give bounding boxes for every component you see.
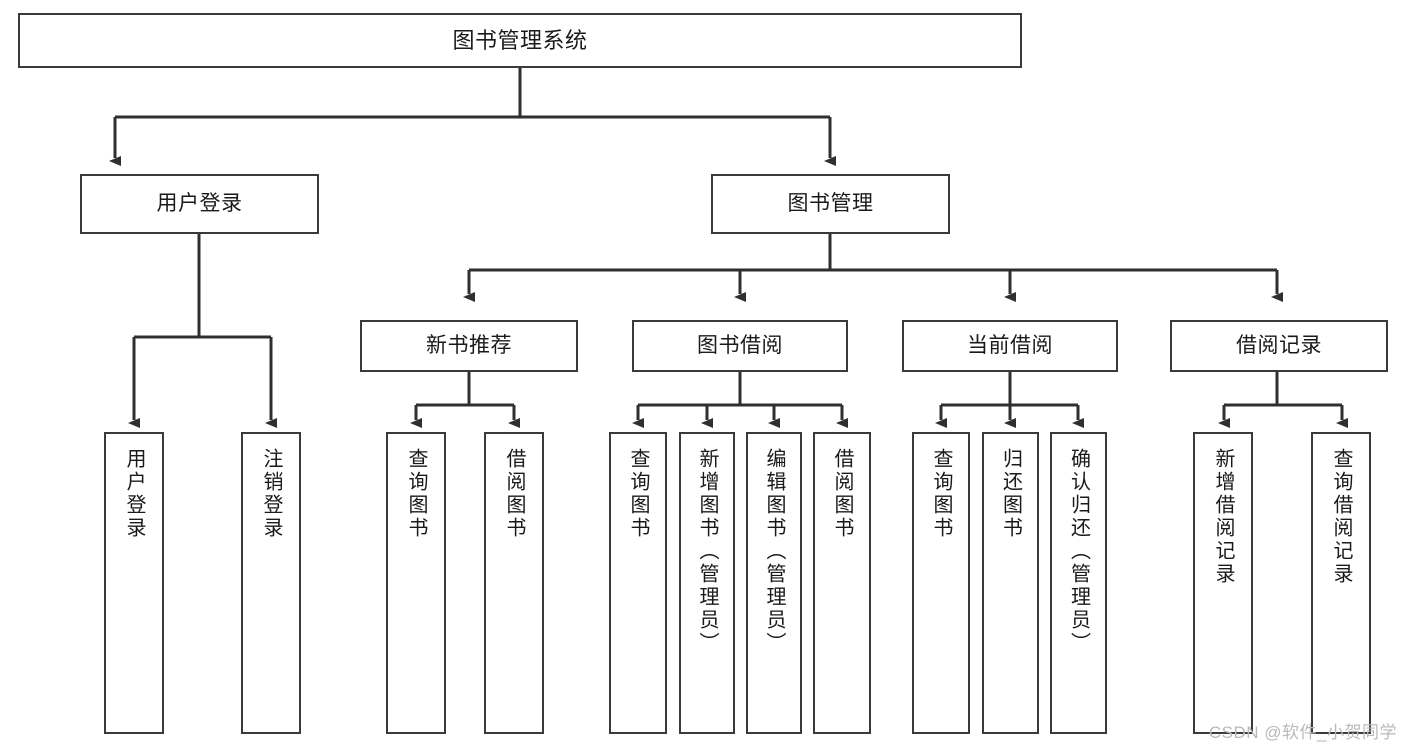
node-root-label: 图书管理系统 bbox=[452, 27, 588, 53]
node-borrow-record-label: 借阅记录 bbox=[1236, 333, 1322, 357]
node-leaf-add-book-admin[interactable]: 新增图书（管理员） bbox=[679, 432, 735, 734]
node-leaf-add-borrow-record[interactable]: 新增借阅记录 bbox=[1193, 432, 1253, 734]
node-user-login[interactable]: 用户登录 bbox=[80, 174, 319, 234]
node-root[interactable]: 图书管理系统 bbox=[18, 13, 1022, 68]
node-leaf-user-login[interactable]: 用户登录 bbox=[104, 432, 164, 734]
node-leaf-confirm-return-admin[interactable]: 确认归还（管理员） bbox=[1050, 432, 1107, 734]
node-borrow-record[interactable]: 借阅记录 bbox=[1170, 320, 1388, 372]
node-leaf-return-book-label: 归还图书 bbox=[999, 448, 1022, 540]
node-user-login-label: 用户登录 bbox=[156, 191, 243, 215]
node-leaf-recommend-borrow-book[interactable]: 借阅图书 bbox=[484, 432, 544, 734]
node-book-management-label: 图书管理 bbox=[787, 191, 874, 215]
node-book-borrow-label: 图书借阅 bbox=[697, 333, 783, 357]
node-new-book-recommend[interactable]: 新书推荐 bbox=[360, 320, 578, 372]
node-leaf-logout[interactable]: 注销登录 bbox=[241, 432, 301, 734]
node-new-book-recommend-label: 新书推荐 bbox=[426, 333, 512, 357]
node-current-borrow-label: 当前借阅 bbox=[967, 333, 1053, 357]
node-leaf-borrow-query-book-label: 查询图书 bbox=[627, 448, 649, 540]
node-leaf-query-borrow-record-label: 查询借阅记录 bbox=[1330, 448, 1352, 586]
node-leaf-logout-label: 注销登录 bbox=[260, 448, 282, 540]
node-leaf-edit-book-admin-label: 编辑图书（管理员） bbox=[763, 448, 785, 655]
node-current-borrow[interactable]: 当前借阅 bbox=[902, 320, 1118, 372]
node-leaf-recommend-borrow-book-label: 借阅图书 bbox=[503, 448, 525, 540]
node-leaf-add-borrow-record-label: 新增借阅记录 bbox=[1212, 448, 1234, 586]
node-book-management[interactable]: 图书管理 bbox=[711, 174, 950, 234]
node-leaf-user-login-label: 用户登录 bbox=[123, 448, 145, 540]
node-book-borrow[interactable]: 图书借阅 bbox=[632, 320, 848, 372]
node-leaf-borrow-book-label: 借阅图书 bbox=[831, 448, 853, 540]
node-leaf-recommend-query-book-label: 查询图书 bbox=[405, 448, 427, 540]
watermark-text: CSDN @软件_小贺同学 bbox=[1208, 723, 1397, 742]
node-leaf-edit-book-admin[interactable]: 编辑图书（管理员） bbox=[746, 432, 802, 734]
node-leaf-add-book-admin-label: 新增图书（管理员） bbox=[696, 448, 718, 655]
node-leaf-current-query-book-label: 查询图书 bbox=[930, 448, 952, 540]
node-leaf-query-borrow-record[interactable]: 查询借阅记录 bbox=[1311, 432, 1371, 734]
node-leaf-current-query-book[interactable]: 查询图书 bbox=[912, 432, 970, 734]
node-leaf-return-book[interactable]: 归还图书 bbox=[982, 432, 1039, 734]
node-leaf-borrow-query-book[interactable]: 查询图书 bbox=[609, 432, 667, 734]
node-leaf-borrow-book[interactable]: 借阅图书 bbox=[813, 432, 871, 734]
node-leaf-confirm-return-admin-label: 确认归还（管理员） bbox=[1067, 448, 1090, 655]
node-leaf-recommend-query-book[interactable]: 查询图书 bbox=[386, 432, 446, 734]
